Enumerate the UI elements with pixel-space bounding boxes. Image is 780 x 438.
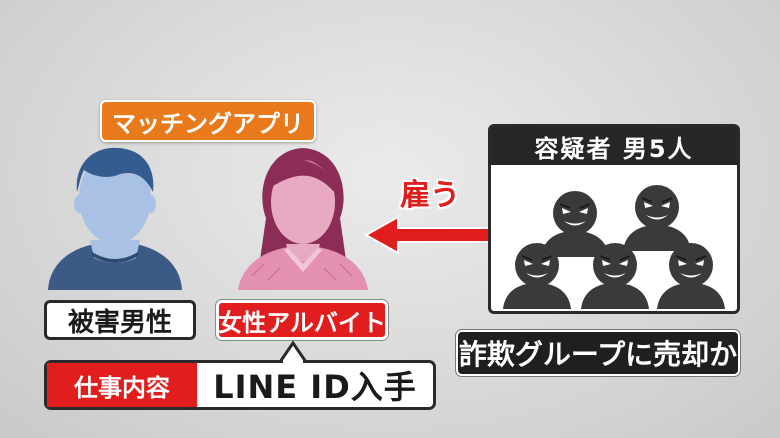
victim-label: 被害男性 xyxy=(44,300,196,340)
suspects-group xyxy=(502,184,726,310)
job-description-box: 仕事内容 LINE ID入手 xyxy=(44,360,436,410)
woman-silhouette-icon xyxy=(238,148,368,290)
callout-pointer-icon xyxy=(278,341,308,363)
job-title-label: 仕事内容 xyxy=(47,363,197,407)
suspects-panel: 容疑者 男5人 xyxy=(488,124,740,314)
matching-app-label: マッチングアプリ xyxy=(100,100,316,142)
man-silhouette-icon xyxy=(48,147,182,290)
hire-label: 雇う xyxy=(400,178,460,213)
evil-face-silhouette-icon xyxy=(540,190,610,258)
part-time-woman-label: 女性アルバイト xyxy=(216,300,388,340)
pointer-joint xyxy=(283,360,303,364)
fraud-group-label: 詐欺グループに売却か xyxy=(456,330,740,376)
arrow-left-icon xyxy=(363,215,499,255)
suspects-header: 容疑者 男5人 xyxy=(491,127,737,165)
job-value-text: LINE ID入手 xyxy=(213,368,417,406)
evil-face-silhouette-icon xyxy=(622,184,692,252)
evil-face-silhouette-icon xyxy=(656,242,726,310)
